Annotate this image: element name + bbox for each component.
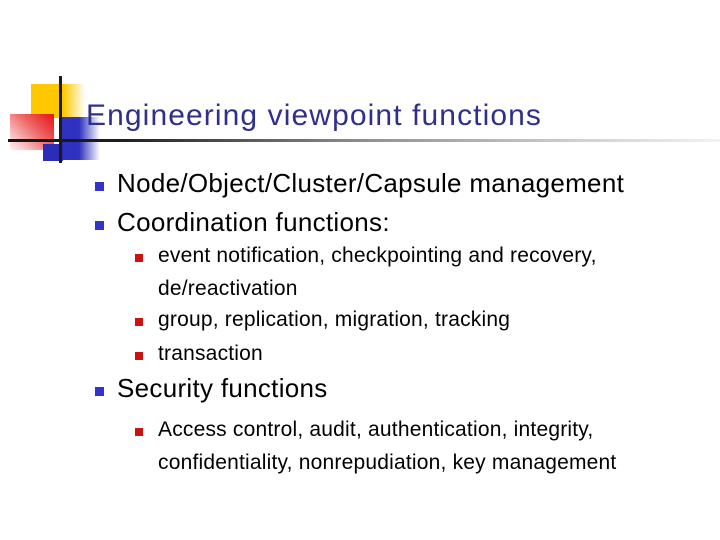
- bullet-square-icon: [135, 352, 143, 360]
- decoration-blue-square-icon: [62, 117, 100, 160]
- bullet-square-icon: [135, 428, 143, 436]
- bullet-item: group, replication, migration, tracking: [135, 303, 713, 336]
- bullet-item: Coordination functions:: [95, 203, 390, 241]
- bullet-square-icon: [95, 387, 104, 396]
- bullet-square-icon: [95, 221, 104, 230]
- bullet-item: Node/Object/Cluster/Capsule management: [95, 164, 624, 202]
- decoration-vertical-line: [59, 76, 62, 163]
- bullet-square-icon: [135, 318, 143, 326]
- slide-title: Engineering viewpoint functions: [86, 99, 543, 132]
- decoration-blue-small-square-icon: [43, 144, 63, 161]
- bullet-text: Security functions: [117, 373, 328, 403]
- bullet-text: Coordination functions:: [117, 207, 390, 237]
- bullet-text: event notification, checkpointing and re…: [158, 244, 597, 300]
- title-underline: [8, 139, 720, 142]
- bullet-item: event notification, checkpointing and re…: [135, 239, 713, 305]
- bullet-square-icon: [135, 254, 143, 262]
- bullet-item: Access control, audit, authentication, i…: [135, 413, 713, 479]
- bullet-text: transaction: [158, 342, 263, 365]
- bullet-item: Security functions: [95, 369, 328, 407]
- bullet-text: group, replication, migration, tracking: [158, 308, 511, 331]
- bullet-text: Node/Object/Cluster/Capsule management: [117, 168, 625, 198]
- bullet-square-icon: [95, 182, 104, 191]
- decoration-yellow-square-icon: [31, 84, 85, 118]
- bullet-text: Access control, audit, authentication, i…: [158, 418, 617, 474]
- bullet-item: transaction: [135, 337, 713, 370]
